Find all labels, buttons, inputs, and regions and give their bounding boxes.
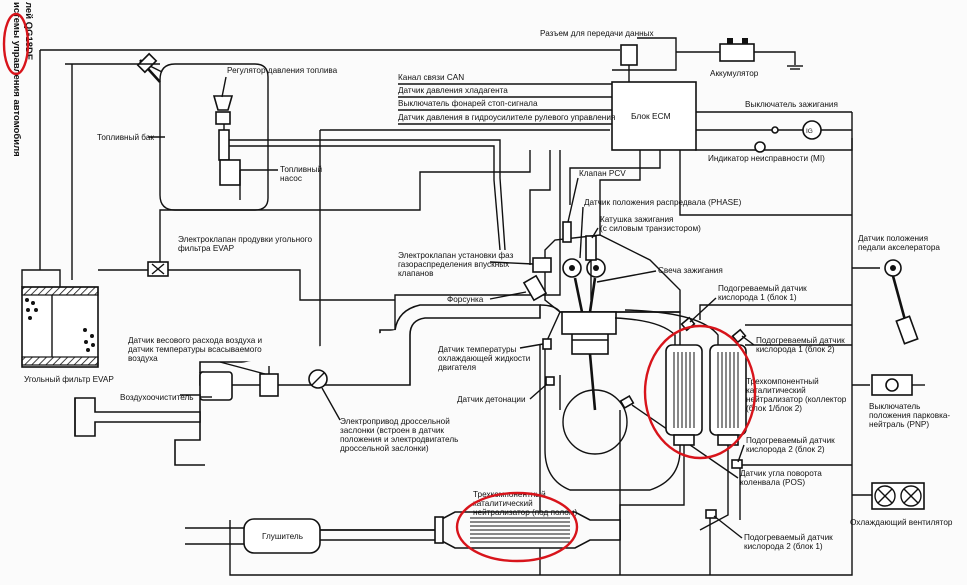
o2-b2-top-label-2: кислорода 1 (блок 2) [756,345,835,354]
o2-b2-bottom-label-1: Подогреваемый датчик [746,436,835,445]
fuel-pump-assembly [212,95,241,200]
ect-label-2: охлаждающей жидкости [438,354,530,363]
ivt-label-1: Электроклапан установки фаз [398,251,514,260]
canister-label: Угольный фильтр EVAP [24,375,114,384]
air-cleaner-label: Воздухоочиститель [120,393,194,402]
intake-tract [74,304,541,466]
throttle-label-1: Электропривод дроссельной [340,417,450,426]
mil-lamp-icon [754,141,766,153]
twc-floor-label-1: Трехкомпонентный [473,490,546,499]
pcv-label: Клапан PCV [579,169,626,178]
o2-b1-bottom-label-2: кислорода 2 (блок 1) [744,542,823,551]
accelerator-pedal-icon [884,259,919,345]
throttle-label-2: заслонки (встроен в датчик [340,426,444,435]
o2-b2-bottom-label-2: кислорода 2 (блок 2) [746,445,825,454]
annotation-circle-manifold-catalysts [643,324,757,460]
injector-label: Форсунка [447,295,484,304]
ps-sensor-label: Датчик давления в гидроусилителе рулевог… [398,113,615,122]
twc-manifold-label-2: каталитический [746,386,806,395]
ect-label-1: Датчик температуры [438,345,517,354]
knock-label: Датчик детонации [457,395,526,404]
pnp-switch-icon [871,374,925,396]
annotation-circle-floor-catalyst [455,491,579,563]
spark-plug-label: Свеча зажигания [658,266,723,275]
muffler-icon [243,518,321,554]
maf-label-3: воздуха [128,354,158,363]
twc-floor-label-3: нейтрализатор (под полом) [473,508,577,517]
o2-b1-top-label-2: кислорода 1 (блок 1) [718,293,797,302]
data-connector-label: Разъем для передачи данных [540,29,654,38]
fuel-tank [136,52,269,211]
refrigerant-label: Датчик давления хладагента [398,86,508,95]
ect-label-3: двигателя [438,363,476,372]
fuel-tank-label: Топливный бак [97,133,154,142]
evap-valve-label-1: Электроклапан продувки угольного [178,235,312,244]
mil-label: Индикатор неисправности (MI) [708,154,825,163]
app-label-2: педали акселератора [858,243,940,252]
battery-icon [676,38,803,70]
evap-valve-label-2: фильтра EVAP [178,244,235,253]
ignition-switch-label: Выключатель зажигания [745,100,838,109]
fuel-pump-label-2: насос [280,174,302,183]
evap-canister [21,286,99,368]
coil-label-1: Катушка зажигания [600,215,673,224]
fuel-regulator-label: Регулятор давления топлива [227,66,338,75]
crank-label-2: коленвала (POS) [740,478,805,487]
crank-sensor-icon [619,394,635,410]
twc-manifold-label-1: Трехкомпонентный [746,377,819,386]
pnp-label-2: положения парковка- [869,411,950,420]
manifold-catalysts [614,309,747,540]
coil-label-2: (с силовым транзистором) [600,224,701,233]
fuel-pump-label-1: Топливный [280,165,322,174]
brake-switch-label: Выключатель фонарей стоп-сигнала [398,99,538,108]
muffler-label: Глушитель [262,532,303,541]
ignition-switch-icon [802,120,822,140]
ig-symbol: IG [806,128,813,135]
cam-sensor-label: Датчик положения распредвала (PHASE) [584,198,742,207]
maf-label-1: Датчик весового расхода воздуха и [128,336,262,345]
can-label: Канал связи CAN [398,73,464,82]
o2-b1-bottom-label-1: Подогреваемый датчик [744,533,833,542]
twc-floor-label-2: каталитический [473,499,533,508]
side-title: истемы управления автомобиля лей QG18DE [11,2,34,157]
side-title-line1: истемы управления автомобиля [11,2,22,157]
ivt-label-2: газораспределения впускных [398,260,509,269]
exhaust-pipe [185,511,621,554]
knock-sensor-icon [545,376,555,386]
ivt-label-3: клапанов [398,269,433,278]
evap-purge-valve-icon [147,261,169,277]
o2-b2-top-label-1: Подогреваемый датчик [756,336,845,345]
maf-label-2: датчик температуры всасываемого [128,345,262,354]
crank-label-1: Датчик угла поворота [740,469,822,478]
fan-label: Охлаждающий вентилятор [850,518,953,527]
ecm-label: Блок ECM [631,111,671,121]
annotation-circle-model [2,12,30,76]
pnp-label-3: нейтраль (PNP) [869,420,929,429]
twc-manifold-label-4: (блок 1/блок 2) [746,404,802,413]
engine-block [522,221,681,491]
ect-sensor-icon [542,338,552,350]
app-label-1: Датчик положения [858,234,928,243]
pnp-label-1: Выключатель [869,402,920,411]
battery-label: Аккумулятор [710,69,759,78]
ecm-box [611,81,697,151]
o2-b1-top-label-1: Подогреваемый датчик [718,284,807,293]
data-connector-icon [620,44,638,66]
cooling-fan-icon [871,482,925,510]
throttle-label-3: положения и электродвигатель [340,435,458,444]
twc-manifold-label-3: нейтрализатор (коллектор [746,395,847,404]
throttle-label-4: дроссельной заслонки) [340,444,429,453]
